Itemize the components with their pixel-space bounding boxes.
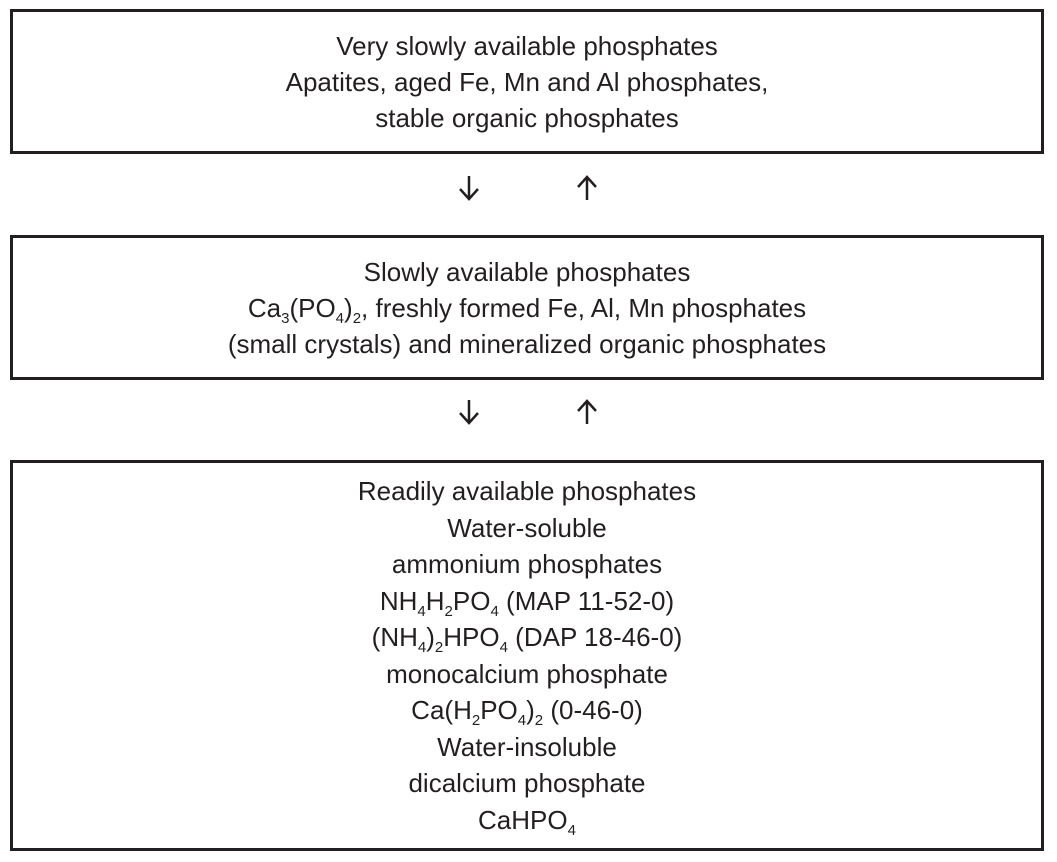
- arrow-up-icon: [567, 392, 607, 432]
- box-heading: Readily available phosphates: [357, 476, 697, 506]
- monocalcium-label: monocalcium phosphate: [386, 658, 668, 689]
- arrow-down-icon: [449, 168, 489, 208]
- box-line: (small crystals) and mineralized organic…: [227, 328, 827, 359]
- mcp-formula: Ca(H2PO4)2 (0-46-0): [411, 695, 643, 729]
- calcium-phosphate-line: Ca3(PO4)2, freshly formed Fe, Al, Mn pho…: [247, 292, 807, 327]
- arrow-down-icon: [449, 392, 489, 432]
- map-formula: NH4H2PO4 (MAP 11-52-0): [379, 585, 675, 620]
- readily-available-box: Readily available phosphates Water-solub…: [10, 460, 1044, 851]
- water-soluble-label: Water-soluble: [447, 512, 607, 543]
- transition-arrows-upper: [0, 168, 1057, 208]
- dicalcium-label: dicalcium phosphate: [408, 768, 646, 798]
- arrow-up-icon: [567, 168, 607, 208]
- transition-arrows-lower: [0, 392, 1057, 432]
- box-line: Apatites, aged Fe, Mn and Al phosphates,: [285, 66, 769, 97]
- box-heading: Very slowly available phosphates: [336, 30, 718, 61]
- dap-formula: (NH4)2HPO4 (DAP 18-46-0): [371, 622, 683, 656]
- ammonium-phosphates-label: ammonium phosphates: [391, 549, 663, 579]
- dcp-formula: CaHPO4: [478, 804, 576, 839]
- box-heading: Slowly available phosphates: [363, 256, 691, 287]
- box-line: stable organic phosphates: [375, 102, 679, 133]
- water-insoluble-label: Water-insoluble: [437, 731, 617, 762]
- slowly-available-box: Slowly available phosphates Ca3(PO4)2, f…: [10, 235, 1044, 380]
- very-slowly-available-box: Very slowly available phosphates Apatite…: [10, 9, 1044, 154]
